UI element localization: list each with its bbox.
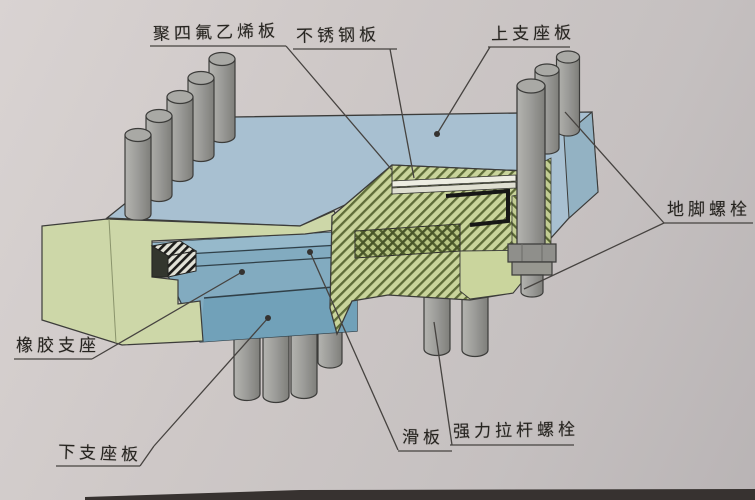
bottom-right-studs: [423, 292, 489, 358]
label-stainless-steel-plate: 不锈钢板: [295, 25, 381, 47]
leader-lines: [14, 45, 753, 467]
lower-assembly: [150, 230, 358, 404]
label-upper-bearing-plate: 上支座板: [490, 23, 576, 45]
anchor-bolt-stub: [520, 274, 544, 298]
label-rubber-bearing: 橡胶支座: [16, 336, 100, 356]
stud: [124, 127, 152, 222]
bottom-left-studs: [233, 329, 343, 404]
stud: [555, 50, 581, 137]
lower-plate-bottom-band: [200, 285, 357, 342]
stud: [208, 51, 236, 144]
stud: [262, 332, 290, 404]
top-left-studs: [124, 51, 236, 222]
page-edge-shadow: [85, 489, 755, 500]
stud: [290, 330, 318, 400]
stud: [166, 89, 194, 183]
label-tie-rod-bolt: 强力拉杆螺栓: [452, 419, 580, 443]
label-sliding-plate: 滑板: [401, 427, 445, 449]
section-step-line: [445, 188, 510, 227]
label-lower-bearing-plate: 下支座板: [57, 442, 143, 466]
anchor-bolt: [507, 78, 557, 298]
stud: [317, 329, 343, 369]
rubber-bearing-step: [150, 240, 198, 278]
leader-dots: [239, 131, 440, 321]
label-anchor-bolt: 地脚螺栓: [667, 200, 751, 220]
label-ptfe-plate: 聚四氟乙烯板: [152, 21, 280, 45]
sliding-layer-band: [152, 231, 357, 255]
anchor-bolt-nut: [507, 243, 557, 263]
cross-section: [329, 157, 552, 336]
anchor-bolt-shaft: [516, 85, 546, 260]
stud: [233, 334, 261, 402]
stud: [461, 292, 489, 358]
anchor-bolt-washer: [511, 261, 553, 276]
